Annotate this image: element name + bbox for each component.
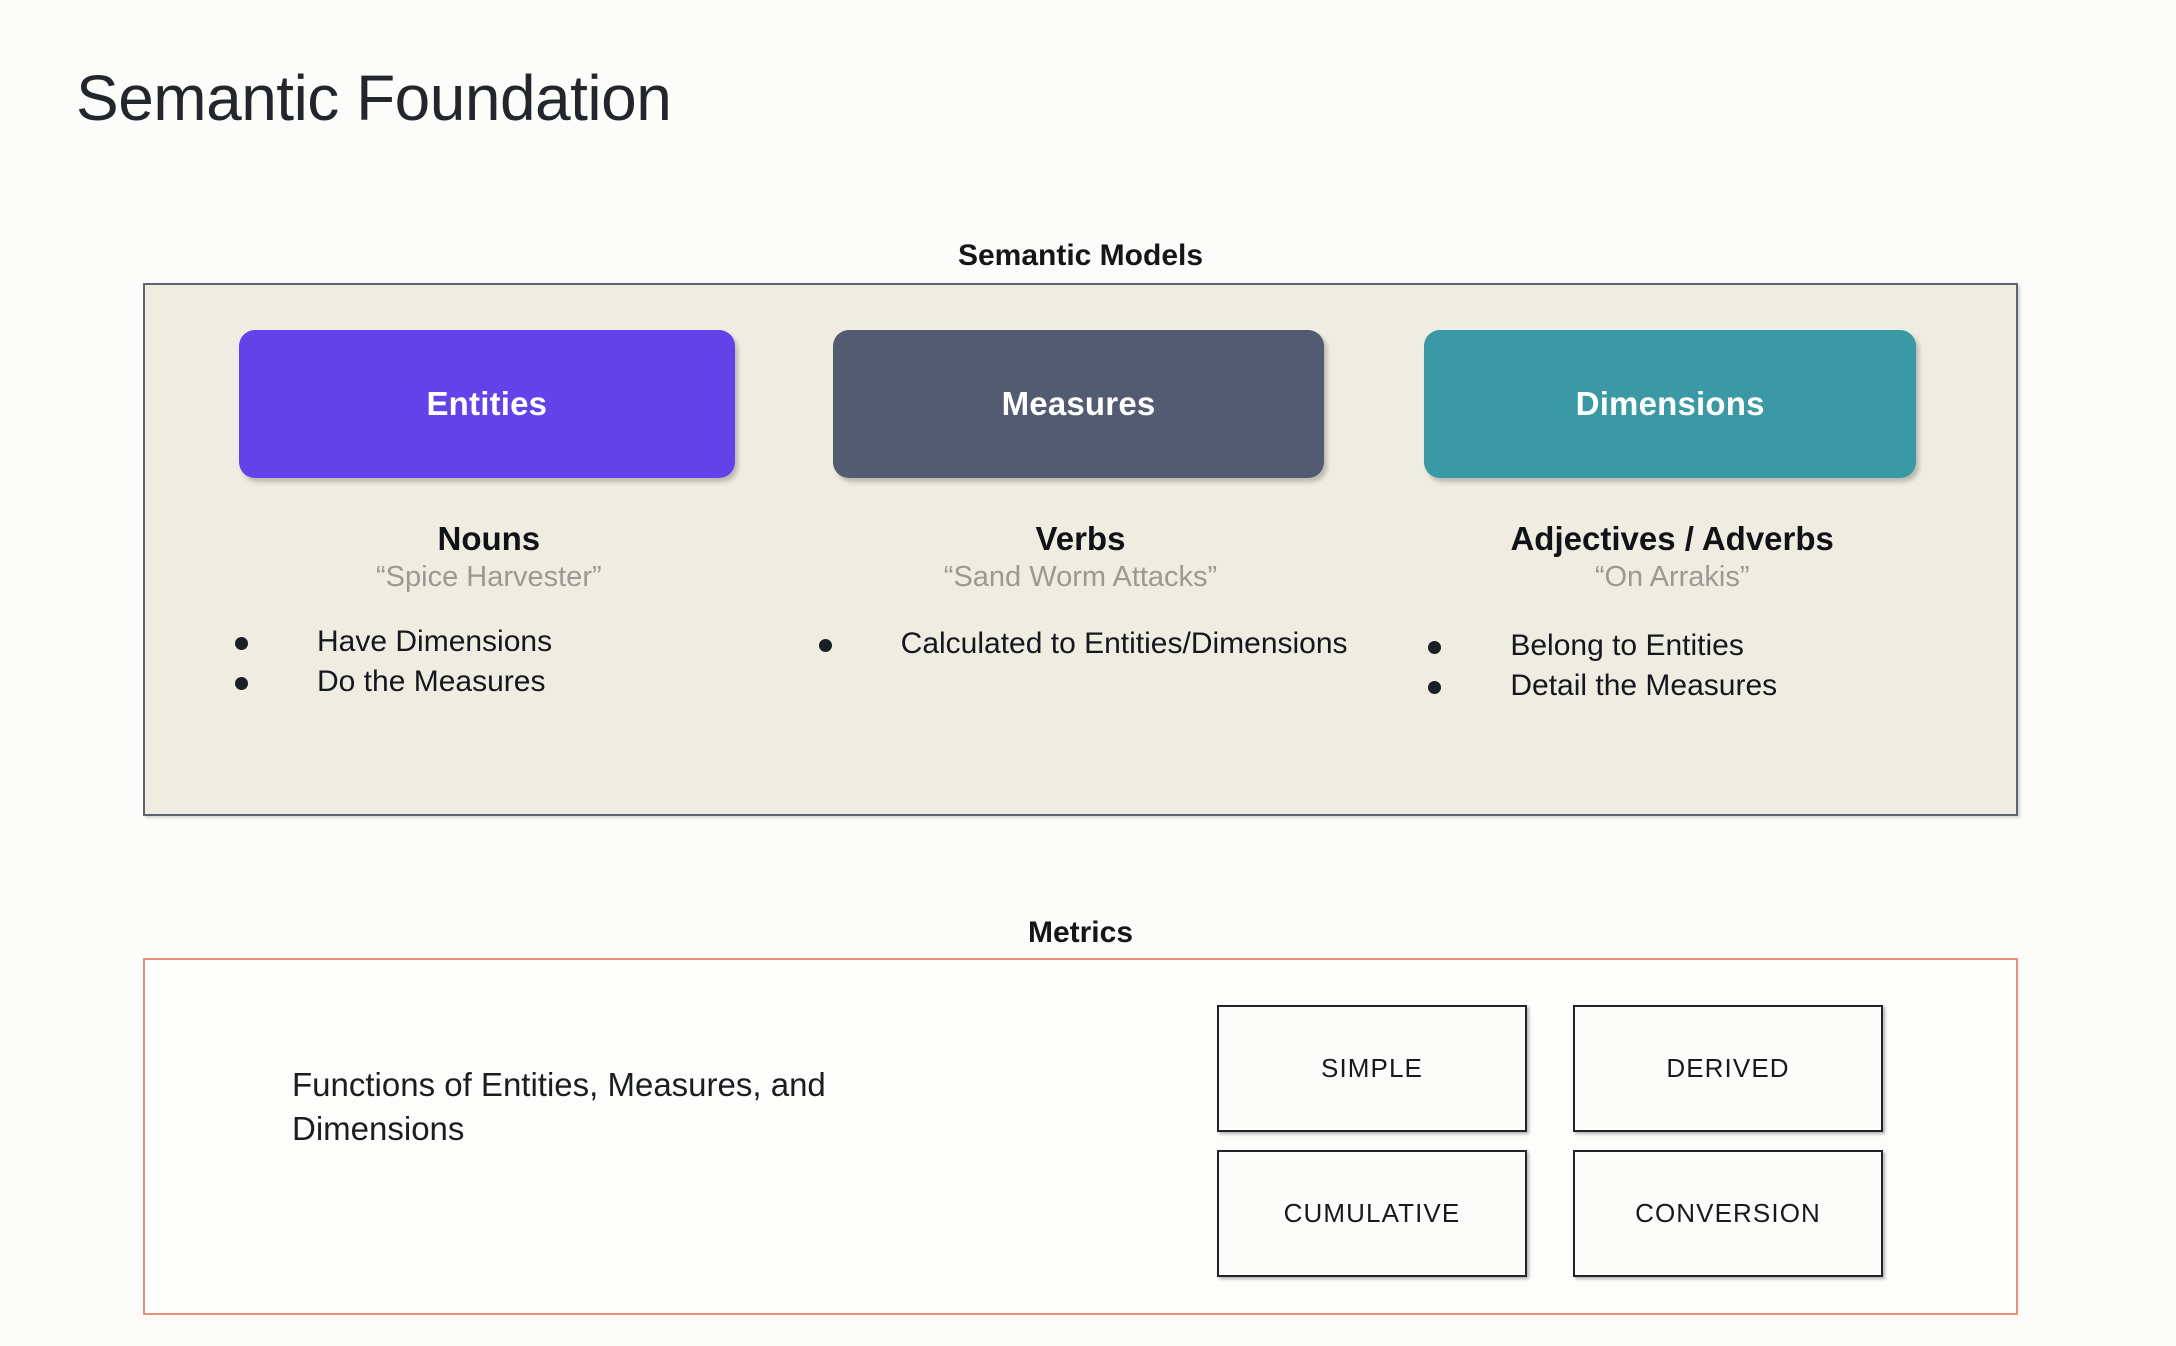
semantic-models-heading: Semantic Models xyxy=(957,239,1204,272)
bullet-dot-icon xyxy=(1428,641,1442,655)
metric-type-cumulative[interactable]: CUMULATIVE xyxy=(1217,1150,1527,1277)
entities-part-of-speech: Nouns xyxy=(437,520,541,557)
measures-part-of-speech: Verbs xyxy=(1035,520,1126,557)
measures-example: “Sand Worm Attacks” xyxy=(943,561,1218,594)
list-item: Detail the Measures xyxy=(1428,667,1968,705)
list-item-label: Calculated to Entities/Dimensions xyxy=(900,627,1348,661)
list-item-label: Detail the Measures xyxy=(1510,669,1778,703)
list-item-label: Do the Measures xyxy=(317,665,546,699)
dimensions-bullet-list: Belong to Entities Detail the Measures xyxy=(1376,627,1968,706)
list-item: Belong to Entities xyxy=(1428,627,1968,665)
bullet-dot-icon xyxy=(235,677,248,691)
entities-example: “Spice Harvester” xyxy=(376,561,602,594)
metric-type-derived[interactable]: DERIVED xyxy=(1573,1005,1883,1132)
list-item-label: Have Dimensions xyxy=(317,625,553,659)
page-title: Semantic Foundation xyxy=(76,62,672,134)
semantic-models-panel: Entities Nouns “Spice Harvester” Have Di… xyxy=(143,283,2018,816)
metric-type-conversion[interactable]: CONVERSION xyxy=(1573,1150,1883,1277)
bullet-dot-icon xyxy=(818,639,832,653)
measures-bullet-list: Calculated to Entities/Dimensions xyxy=(785,625,1377,663)
semantic-models-columns: Entities Nouns “Spice Harvester” Have Di… xyxy=(145,285,2016,814)
bullet-dot-icon xyxy=(235,637,248,651)
entities-chip[interactable]: Entities xyxy=(239,330,735,478)
measures-chip[interactable]: Measures xyxy=(832,330,1325,478)
list-item-label: Belong to Entities xyxy=(1510,629,1744,663)
metric-type-simple[interactable]: SIMPLE xyxy=(1217,1005,1527,1132)
dimensions-example: “On Arrakis” xyxy=(1594,561,1750,594)
bullet-dot-icon xyxy=(1428,681,1442,695)
metrics-panel: Functions of Entities, Measures, and Dim… xyxy=(143,958,2018,1315)
metric-type-grid: SIMPLE DERIVED CUMULATIVE CONVERSION xyxy=(1217,1005,1883,1277)
metrics-heading: Metrics xyxy=(1027,916,1134,949)
list-item: Do the Measures xyxy=(235,663,785,701)
model-column-entities: Entities Nouns “Spice Harvester” Have Di… xyxy=(193,285,785,814)
entities-bullet-list: Have Dimensions Do the Measures xyxy=(193,623,785,702)
model-column-dimensions: Dimensions Adjectives / Adverbs “On Arra… xyxy=(1376,285,1968,814)
model-column-measures: Measures Verbs “Sand Worm Attacks” Calcu… xyxy=(785,285,1377,814)
metrics-description: Functions of Entities, Measures, and Dim… xyxy=(292,1066,826,1147)
dimensions-part-of-speech: Adjectives / Adverbs xyxy=(1510,520,1834,557)
list-item: Have Dimensions xyxy=(235,623,785,661)
list-item: Calculated to Entities/Dimensions xyxy=(818,625,1377,663)
dimensions-chip[interactable]: Dimensions xyxy=(1424,330,1917,478)
